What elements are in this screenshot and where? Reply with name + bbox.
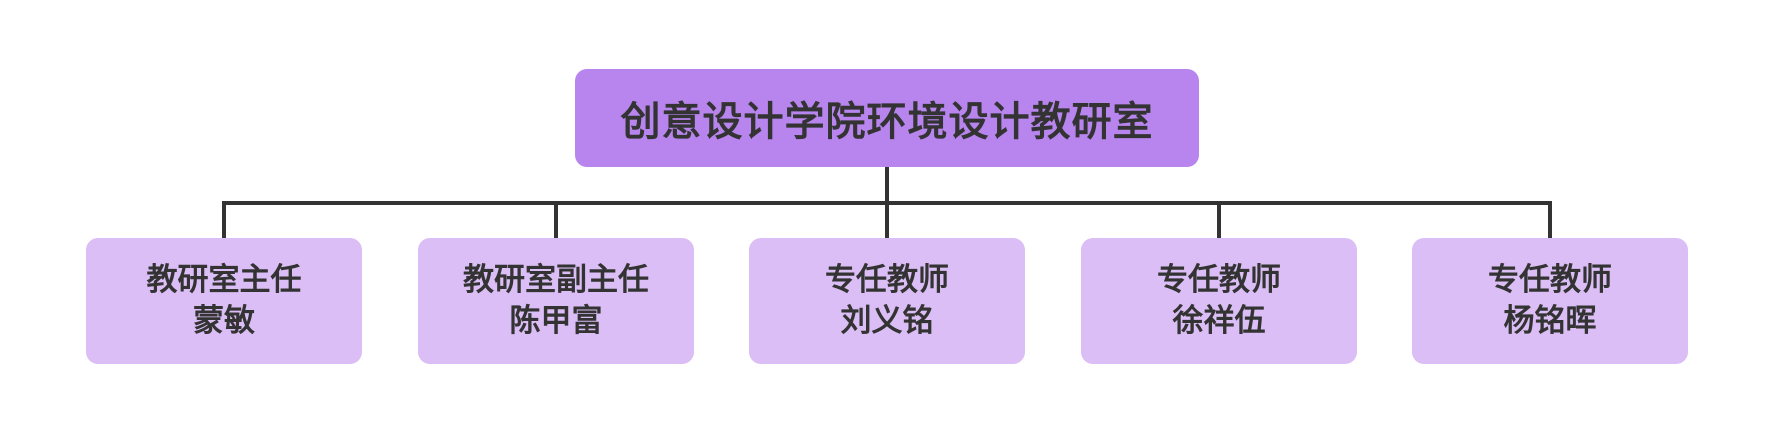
child-name: 蒙敏 bbox=[193, 303, 255, 339]
child-name: 刘义铭 bbox=[840, 303, 934, 339]
child-name: 陈甲富 bbox=[509, 303, 603, 339]
child-node-director: 教研室主任 蒙敏 bbox=[86, 238, 362, 364]
child-node-teacher-2: 专任教师 徐祥伍 bbox=[1081, 238, 1357, 364]
child-role: 专任教师 bbox=[1157, 262, 1281, 298]
root-title: 创意设计学院环境设计教研室 bbox=[620, 99, 1154, 145]
child-role: 专任教师 bbox=[825, 262, 949, 298]
child-name: 徐祥伍 bbox=[1172, 303, 1266, 339]
root-node: 创意设计学院环境设计教研室 bbox=[575, 69, 1199, 167]
child-node-deputy-director: 教研室副主任 陈甲富 bbox=[418, 238, 694, 364]
child-node-teacher-3: 专任教师 杨铭晖 bbox=[1412, 238, 1688, 364]
child-role: 专任教师 bbox=[1488, 262, 1612, 298]
child-name: 杨铭晖 bbox=[1503, 303, 1597, 339]
child-node-teacher-1: 专任教师 刘义铭 bbox=[749, 238, 1025, 364]
child-role: 教研室主任 bbox=[146, 262, 302, 298]
child-role: 教研室副主任 bbox=[463, 262, 649, 298]
